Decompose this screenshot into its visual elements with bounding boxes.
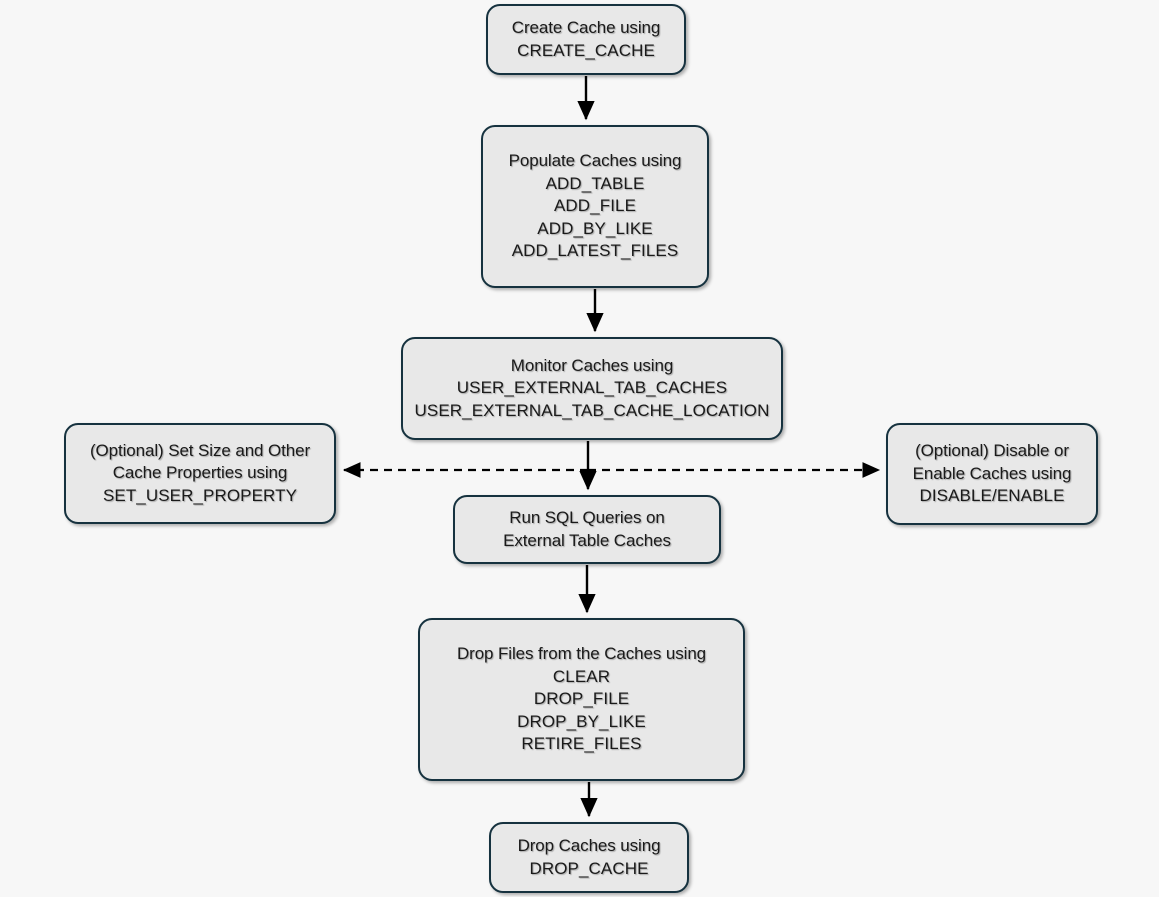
node-disable-enable-line-3: DISABLE/ENABLE — [919, 486, 1065, 506]
node-monitor-caches-line-1: Monitor Caches using — [510, 355, 674, 375]
node-monitor-caches-line-2: USER_EXTERNAL_TAB_CACHES — [456, 378, 728, 398]
node-drop-caches[interactable]: Drop Caches using DROP_CACHE — [489, 822, 689, 893]
node-populate-caches-line-3: ADD_FILE — [553, 196, 637, 216]
node-run-sql-queries[interactable]: Run SQL Queries on External Table Caches — [453, 495, 721, 564]
node-disable-enable-optional[interactable]: (Optional) Disable or Enable Caches usin… — [886, 423, 1098, 525]
node-populate-caches-line-2: ADD_TABLE — [545, 173, 645, 193]
node-populate-caches[interactable]: Populate Caches using ADD_TABLE ADD_FILE… — [481, 125, 709, 288]
node-set-properties-optional[interactable]: (Optional) Set Size and Other Cache Prop… — [64, 423, 336, 524]
node-disable-enable-line-1: (Optional) Disable or — [915, 441, 1069, 461]
node-create-cache[interactable]: Create Cache using CREATE_CACHE — [486, 4, 686, 75]
node-drop-caches-line-2: DROP_CACHE — [529, 858, 649, 878]
node-drop-files-line-1: Drop Files from the Caches using — [456, 644, 707, 664]
node-create-cache-line-2: CREATE_CACHE — [517, 40, 655, 60]
node-drop-files-line-2: CLEAR — [552, 666, 611, 686]
node-set-properties-line-3: SET_USER_PROPERTY — [102, 485, 298, 505]
node-monitor-caches[interactable]: Monitor Caches using USER_EXTERNAL_TAB_C… — [401, 337, 783, 440]
node-drop-files-line-4: DROP_BY_LIKE — [517, 711, 646, 731]
node-set-properties-line-2: Cache Properties using — [112, 463, 288, 483]
node-create-cache-line-1: Create Cache using — [511, 18, 661, 38]
node-monitor-caches-line-3: USER_EXTERNAL_TAB_CACHE_LOCATION — [414, 400, 770, 420]
node-populate-caches-line-4: ADD_BY_LIKE — [537, 218, 653, 238]
node-run-sql-line-2: External Table Caches — [503, 530, 671, 550]
node-drop-files[interactable]: Drop Files from the Caches using CLEAR D… — [418, 618, 745, 781]
node-drop-caches-line-1: Drop Caches using — [517, 836, 661, 856]
node-disable-enable-line-2: Enable Caches using — [912, 463, 1072, 483]
node-drop-files-line-3: DROP_FILE — [533, 689, 630, 709]
node-populate-caches-line-1: Populate Caches using — [508, 151, 682, 171]
node-run-sql-line-1: Run SQL Queries on — [509, 508, 665, 528]
node-populate-caches-line-5: ADD_LATEST_FILES — [511, 241, 679, 261]
node-drop-files-line-5: RETIRE_FILES — [521, 734, 642, 754]
node-set-properties-line-1: (Optional) Set Size and Other — [89, 440, 311, 460]
